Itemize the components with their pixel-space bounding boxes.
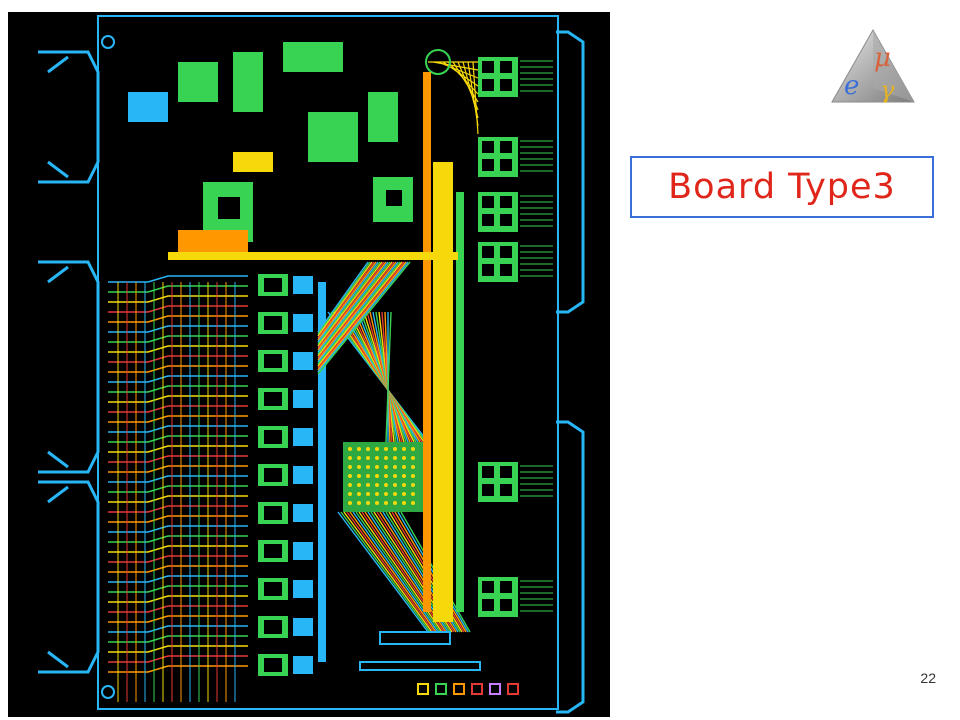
logo-e-glyph: e	[844, 71, 859, 101]
title-box: Board Type3	[630, 156, 934, 218]
pcb-layout-image	[8, 12, 610, 717]
slide-title: Board Type3	[668, 167, 896, 207]
logo-gamma-glyph: γ	[880, 76, 895, 104]
page-number: 22	[920, 670, 936, 686]
pcb-layout-drawing	[8, 12, 610, 717]
mu-e-gamma-logo: μ e γ	[830, 28, 916, 104]
logo-mu-glyph: μ	[874, 43, 891, 73]
